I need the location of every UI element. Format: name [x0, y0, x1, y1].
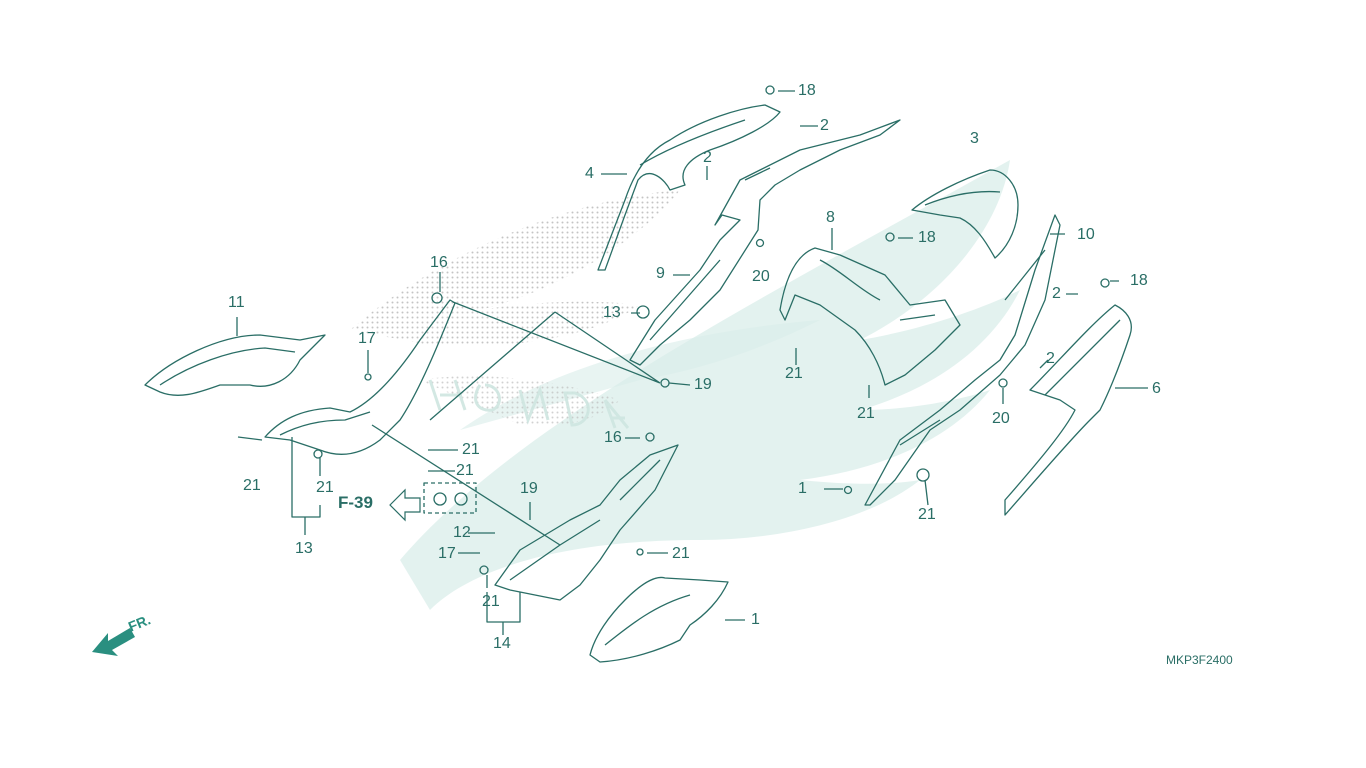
part-6-outline	[1004, 304, 1132, 516]
callout-18: 18	[1130, 272, 1148, 289]
callout-16: 16	[604, 429, 622, 446]
part-10-outline	[864, 214, 1061, 506]
part-4-outline	[597, 104, 781, 271]
callout-1: 21	[316, 479, 334, 496]
callout-9: 9	[656, 265, 665, 282]
part-8-outline	[779, 247, 961, 386]
callout-21: 21	[785, 365, 803, 382]
part-11-outline	[144, 334, 326, 396]
callout-11: 11	[228, 294, 245, 311]
callout-4: 4	[585, 165, 594, 182]
callout-6: 6	[1152, 380, 1161, 397]
callout-13: 13	[603, 304, 621, 321]
arrow-fr-icon	[92, 628, 135, 656]
callout-18: 18	[798, 82, 816, 99]
part-14-outline	[589, 576, 729, 663]
callout-19: 1	[798, 480, 807, 497]
callout-15: 14	[493, 635, 511, 652]
callout-17: 17	[358, 330, 376, 347]
callout-19: 19	[694, 376, 712, 393]
drawing-code: MKP3F2400	[1166, 653, 1233, 667]
callout-21: 17	[438, 545, 456, 562]
reference-label: F-39	[338, 493, 373, 512]
callout-10: 10	[1077, 226, 1095, 243]
callout-21: 21	[857, 405, 875, 422]
callout-8: 8	[826, 209, 835, 226]
part-15-outline	[494, 444, 679, 601]
callout-21: 19	[520, 480, 538, 497]
callout-2: 2	[703, 149, 712, 166]
part-3-outline	[911, 169, 1019, 259]
callout-14: 1	[751, 611, 760, 628]
callout-21: 21	[456, 462, 474, 479]
callout-18: 18	[918, 229, 936, 246]
part-outlines	[144, 85, 1148, 663]
callout-21: 12	[453, 524, 471, 541]
callout-1: 21	[482, 593, 500, 610]
callout-20: 20	[992, 410, 1010, 427]
honda-lettering-watermark	[428, 379, 630, 429]
callout-20: 20	[752, 268, 770, 285]
callout-13: 21	[918, 506, 936, 523]
callout-2: 2	[1052, 285, 1061, 302]
part-9-outline	[629, 119, 901, 366]
callout-17: 21	[672, 545, 690, 562]
hollow-arrow-icon	[389, 488, 421, 522]
callout-2: 2	[820, 117, 829, 134]
callout-12: 13	[295, 540, 313, 557]
callout-21: 21	[243, 477, 261, 494]
callout-21: 21	[462, 441, 480, 458]
callout-16: 16	[430, 254, 448, 271]
callout-2: 2	[1046, 350, 1055, 367]
callout-3: 3	[970, 130, 979, 147]
